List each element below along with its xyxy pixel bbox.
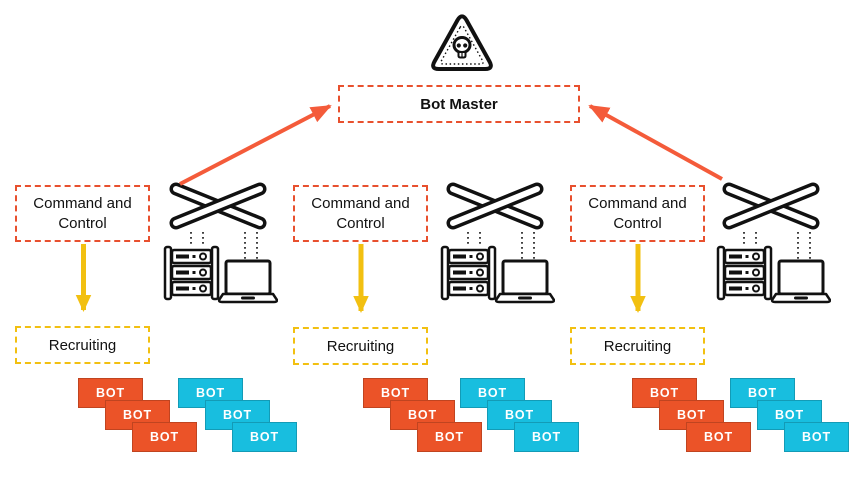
bot-node: BOT xyxy=(417,422,482,452)
laptop-icon xyxy=(494,259,555,304)
recruiting-label: Recruiting xyxy=(603,337,672,355)
laptop-icon xyxy=(217,259,278,304)
dotted-links xyxy=(743,232,811,259)
arrow-left-switch-to-botmaster xyxy=(179,104,332,186)
recruiting-label: Recruiting xyxy=(326,337,395,355)
switch-cluster xyxy=(440,182,555,304)
switch-cluster xyxy=(716,182,831,304)
server-rack-icon xyxy=(716,245,773,301)
command-and-control-label: Command and Control xyxy=(588,195,687,232)
switch-cluster xyxy=(163,182,278,304)
bot-node: BOT xyxy=(686,422,751,452)
recruiting-box: Recruiting xyxy=(570,327,705,365)
dotted-links xyxy=(467,232,535,259)
dotted-links xyxy=(190,232,258,259)
command-and-control-label: Command and Control xyxy=(33,195,132,232)
network-switch-icon xyxy=(722,182,820,230)
command-and-control-box: Command and Control xyxy=(293,185,428,242)
laptop-icon xyxy=(770,259,831,304)
command-and-control-label: Command and Control xyxy=(311,195,410,232)
network-switch-icon xyxy=(169,182,267,230)
command-and-control-box: Command and Control xyxy=(570,185,705,242)
arrow-right-switch-to-botmaster xyxy=(588,104,723,181)
recruiting-box: Recruiting xyxy=(293,327,428,365)
bot-node: BOT xyxy=(784,422,849,452)
command-and-control-box: Command and Control xyxy=(15,185,150,242)
bot-node: BOT xyxy=(514,422,579,452)
bot-master-label: Bot Master xyxy=(420,95,498,113)
server-rack-icon xyxy=(163,245,220,301)
hazard-skull-triangle-icon xyxy=(431,14,493,71)
network-switch-icon xyxy=(446,182,544,230)
bot-node: BOT xyxy=(232,422,297,452)
server-rack-icon xyxy=(440,245,497,301)
bot-master-box: Bot Master xyxy=(338,85,580,123)
recruiting-box: Recruiting xyxy=(15,326,150,364)
bot-node: BOT xyxy=(132,422,197,452)
recruiting-label: Recruiting xyxy=(48,336,117,354)
